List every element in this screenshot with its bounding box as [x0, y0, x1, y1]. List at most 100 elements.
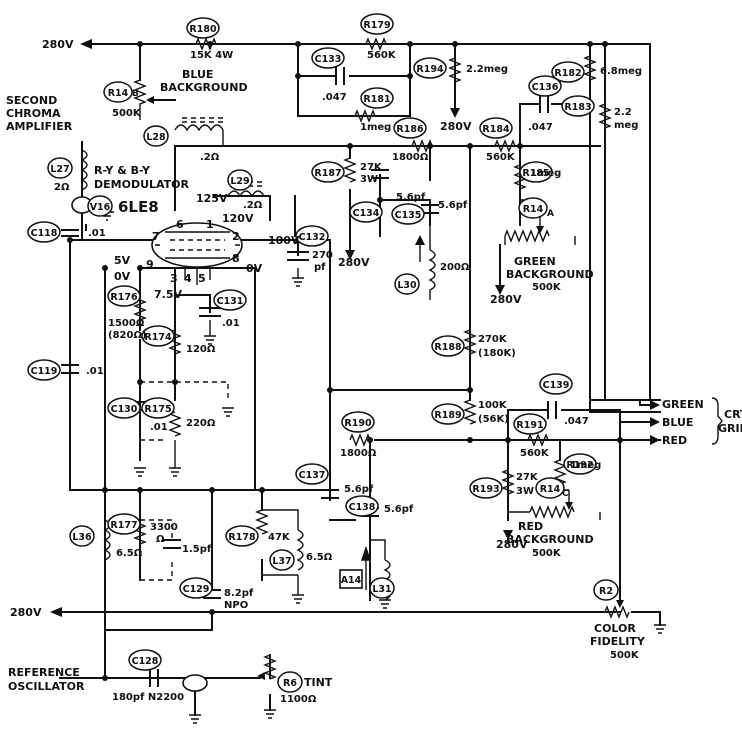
ref-l27: L27: [47, 157, 73, 179]
value-r177-1: 3300: [150, 522, 178, 533]
value-r192: 1meg: [570, 460, 601, 471]
value-l36: 6.5Ω: [116, 548, 143, 559]
value-c136: .047: [528, 122, 553, 133]
svg-text:R192: R192: [566, 460, 593, 471]
svg-text:L27: L27: [50, 164, 69, 175]
ref-r179: R179: [360, 13, 394, 35]
svg-text:L29: L29: [230, 176, 249, 187]
ref-r185: R185: [519, 161, 553, 183]
l27-body: [80, 149, 88, 191]
svg-text:C139: C139: [543, 380, 570, 391]
r14a-body: [504, 229, 550, 243]
l28-body: [174, 124, 224, 132]
svg-text:R14: R14: [540, 484, 561, 495]
svg-text:R188: R188: [434, 342, 462, 353]
ref-a14: A14: [341, 575, 362, 586]
svg-text:R190: R190: [344, 418, 372, 429]
labels: 280V 15K 4W 560K .047 1meg B 500K BLUE B…: [6, 38, 742, 705]
ref-l36: L36: [69, 525, 95, 547]
value-r183-1: 2.2: [614, 107, 632, 118]
ref-l29: L29: [227, 169, 253, 191]
svg-text:R186: R186: [396, 124, 424, 135]
ref-r176: R176: [107, 285, 141, 307]
value-r189-1: 100K: [478, 400, 508, 411]
name-r14b-1: BLUE: [182, 68, 213, 81]
value-c138: 5.6pf: [384, 504, 414, 515]
svg-text:L28: L28: [146, 132, 166, 143]
svg-text:R174: R174: [144, 332, 172, 343]
svg-text:R14: R14: [523, 204, 544, 215]
r194-body: [448, 57, 462, 83]
c-15pf-body: [163, 539, 181, 549]
tube-type: 6LE8: [118, 198, 159, 216]
pin-6: 6: [176, 218, 184, 231]
r187-body: [343, 157, 357, 183]
ref-r189: R189: [431, 403, 465, 425]
ref-v16: V16: [87, 195, 113, 217]
r182-body: [583, 55, 597, 81]
ref-c128: C128: [128, 649, 162, 671]
pin-1: 1: [206, 218, 214, 231]
label-v120: 120V: [222, 212, 254, 225]
svg-text:C136: C136: [532, 82, 559, 93]
ref-r187: R187: [311, 161, 345, 183]
value-r187-1: 27K: [360, 162, 383, 173]
svg-text:L31: L31: [372, 584, 391, 595]
ref-c136: C136: [528, 75, 562, 97]
r193-body: [501, 469, 515, 495]
label-v5: 5V: [114, 254, 131, 267]
svg-text:R189: R189: [434, 410, 461, 421]
svg-text:R2: R2: [599, 586, 613, 597]
label-v0-right: 0V: [246, 262, 263, 275]
ref-r6: R6: [277, 671, 303, 693]
pin-5: 5: [198, 272, 206, 285]
ref-l28: L28: [143, 125, 169, 147]
r189-body: [463, 399, 477, 425]
suffix-r14b: B: [132, 89, 139, 99]
svg-text:R181: R181: [363, 94, 390, 105]
grounds: [100, 211, 666, 724]
r175-body: [168, 411, 182, 437]
name-r14a-1: GREEN: [514, 255, 556, 268]
suffix-r14a: A: [547, 209, 554, 219]
c128-body: [149, 669, 159, 687]
ref-c118: C118: [27, 221, 61, 243]
crt-brace: [711, 397, 723, 445]
c118-body: [61, 229, 79, 237]
label-supply-r187: 280V: [338, 256, 370, 269]
bottom-supply-arrow: [50, 607, 62, 617]
c132-body: [287, 251, 309, 261]
ref-c138: C138: [345, 495, 379, 517]
output-arrows: [619, 397, 723, 445]
ref-c131: C131: [213, 289, 247, 311]
ref-r190: R190: [341, 411, 375, 433]
r183-body: [598, 103, 612, 129]
value-l30: 200Ω: [440, 262, 470, 273]
part-references: R180 R179 C133 R181 R14 R194 R182 C136 R…: [27, 13, 619, 693]
value-r189-2: (56K): [478, 414, 509, 425]
coax-connectors: [71, 196, 363, 692]
c131-body: [199, 307, 221, 317]
value-r6: 1100Ω: [280, 694, 317, 705]
value-r179: 560K: [367, 50, 397, 61]
ref-r177: R177: [107, 513, 141, 535]
c133-body: [335, 67, 345, 85]
ref-r174: R174: [141, 325, 175, 347]
ref-c135: C135: [391, 203, 425, 225]
r191-body: [527, 433, 549, 447]
c119-body: [61, 364, 79, 374]
name-r14c-2: BACKGROUND: [506, 533, 594, 546]
value-c130: .01: [150, 422, 168, 433]
value-c134: 5.6pf: [396, 192, 426, 203]
name-r14b-2: BACKGROUND: [160, 81, 248, 94]
svg-text:R187: R187: [314, 168, 341, 179]
value-c132-2: pf: [314, 262, 326, 273]
value-c119: .01: [86, 366, 104, 377]
pin-8: 8: [232, 252, 240, 265]
value-r182: 6.8meg: [600, 66, 642, 77]
svg-text:R193: R193: [472, 484, 499, 495]
label-grids: GRIDS: [718, 422, 742, 435]
value-c135: 5.6pf: [438, 200, 468, 211]
value-l29: .2Ω: [243, 200, 263, 211]
pin-7: 7: [152, 230, 160, 243]
